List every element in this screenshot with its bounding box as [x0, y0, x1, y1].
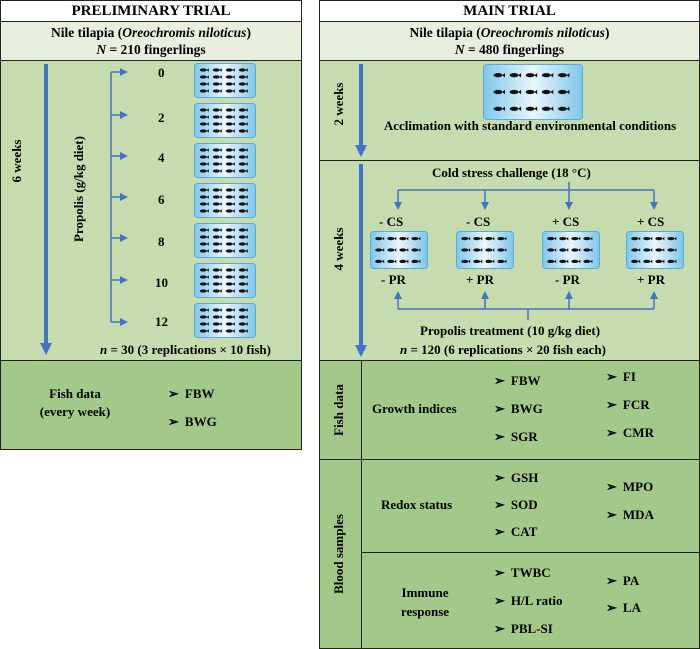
- group-pr-label: - PR: [381, 272, 406, 287]
- cold-stress-label: Cold stress challenge (18 °C): [432, 165, 591, 180]
- fish-tank-icon: [194, 223, 256, 258]
- fish-data-divider: [361, 360, 362, 460]
- redox-item: ➢GSH: [494, 470, 539, 485]
- dose-arrows: [111, 68, 128, 326]
- main-n-footer: n = 120 (6 replications × 20 fish each): [400, 342, 606, 357]
- propolis-treatment-label: Propolis treatment (10 g/kg diet): [420, 323, 601, 338]
- dose-label: 8: [158, 234, 165, 249]
- bullet-arrow-icon: ➢: [494, 401, 505, 416]
- group-cs-label: - CS: [379, 214, 404, 229]
- bullet-arrow-icon: ➢: [606, 479, 617, 494]
- immune-item: ➢H/L ratio: [494, 593, 563, 608]
- group-cs-label: + CS: [637, 214, 665, 229]
- dose-label: 6: [158, 192, 165, 207]
- redox-item: ➢MDA: [606, 507, 654, 522]
- bullet-arrow-icon: ➢: [606, 369, 617, 384]
- growth-item: ➢FCR: [606, 397, 650, 412]
- bullet-arrow-icon: ➢: [494, 524, 505, 539]
- group-pr-label: + PR: [637, 272, 665, 287]
- fish-data-item: ➢FBW: [168, 386, 215, 401]
- fish-tank-icon: [194, 263, 256, 298]
- growth-item: ➢SGR: [494, 429, 538, 444]
- group-pr-label: + PR: [466, 272, 494, 287]
- redox-item: ➢CAT: [494, 524, 538, 539]
- fish-tank-icon: [194, 183, 256, 218]
- dose-label: 12: [155, 314, 168, 329]
- main-species: Nile tilapia (Oreochromis niloticus): [409, 25, 610, 40]
- bullet-arrow-icon: ➢: [494, 373, 505, 388]
- dose-label: 0: [158, 65, 165, 80]
- bullet-arrow-icon: ➢: [606, 397, 617, 412]
- bullet-arrow-icon: ➢: [494, 497, 505, 512]
- bullet-arrow-icon: ➢: [494, 593, 505, 608]
- main-n: N = 480 fingerlings: [454, 42, 565, 57]
- growth-item: ➢BWG: [494, 401, 543, 416]
- bullet-arrow-icon: ➢: [168, 386, 179, 401]
- growth-item: ➢CMR: [606, 425, 654, 440]
- bullet-arrow-icon: ➢: [606, 425, 617, 440]
- blood-divider-horizontal: [361, 552, 700, 553]
- fish-tank-icon: [626, 231, 684, 269]
- fish-tank-icon: [370, 231, 428, 269]
- fish-tank-icon: [194, 303, 256, 338]
- growth-item: ➢FI: [606, 369, 636, 384]
- preliminary-fish-data-panel: [0, 360, 302, 450]
- bullet-arrow-icon: ➢: [606, 573, 617, 588]
- preliminary-fish-data-label: Fish data (every week): [39, 386, 111, 419]
- immune-item: ➢PA: [606, 573, 640, 588]
- fish-tank-icon: [456, 231, 514, 269]
- preliminary-n: N = 210 fingerlings: [96, 42, 206, 57]
- redox-status-label: Redox status: [381, 497, 453, 512]
- bullet-arrow-icon: ➢: [494, 429, 505, 444]
- fish-tank-icon: [194, 103, 256, 138]
- fish-tank-icon: [542, 231, 600, 269]
- immune-item: ➢PBL-SI: [494, 621, 553, 636]
- cold-stress-bracket: [394, 182, 658, 210]
- fish-data-item: ➢BWG: [168, 414, 217, 429]
- dose-label: 4: [158, 150, 165, 165]
- bullet-arrow-icon: ➢: [494, 470, 505, 485]
- group-pr-label: - PR: [555, 272, 580, 287]
- immune-response-label: Immune response: [400, 585, 450, 619]
- dose-label: 10: [155, 275, 168, 290]
- fish-tank-icon: [194, 63, 256, 98]
- growth-indices-label: Growth indices: [372, 401, 457, 416]
- bullet-arrow-icon: ➢: [606, 507, 617, 522]
- blood-divider-vertical: [361, 459, 362, 649]
- group-cs-label: + CS: [552, 214, 580, 229]
- main-fish-data-panel: [319, 360, 700, 460]
- preliminary-n-footer: n = 30 (3 replications × 10 fish): [100, 342, 271, 357]
- propolis-bracket: [394, 291, 658, 320]
- redox-item: ➢SOD: [494, 497, 538, 512]
- redox-item: ➢MPO: [606, 479, 654, 494]
- preliminary-species-box: Nile tilapia (Oreochromis niloticus) N =…: [0, 21, 302, 61]
- dose-label: 2: [158, 110, 165, 125]
- bullet-arrow-icon: ➢: [168, 414, 179, 429]
- fish-tank-icon: [194, 143, 256, 178]
- bullet-arrow-icon: ➢: [494, 565, 505, 580]
- fish-tank-icon: [483, 64, 583, 120]
- preliminary-species: Nile tilapia (Oreochromis niloticus): [51, 25, 251, 40]
- bullet-arrow-icon: ➢: [606, 600, 617, 615]
- immune-item: ➢TWBC: [494, 565, 551, 580]
- bullet-arrow-icon: ➢: [494, 621, 505, 636]
- group-cs-label: - CS: [466, 214, 491, 229]
- blood-samples-panel: [319, 459, 700, 649]
- growth-item: ➢FBW: [494, 373, 541, 388]
- immune-item: ➢LA: [606, 600, 641, 615]
- acclimation-text: Acclimation with standard environmental …: [383, 118, 677, 133]
